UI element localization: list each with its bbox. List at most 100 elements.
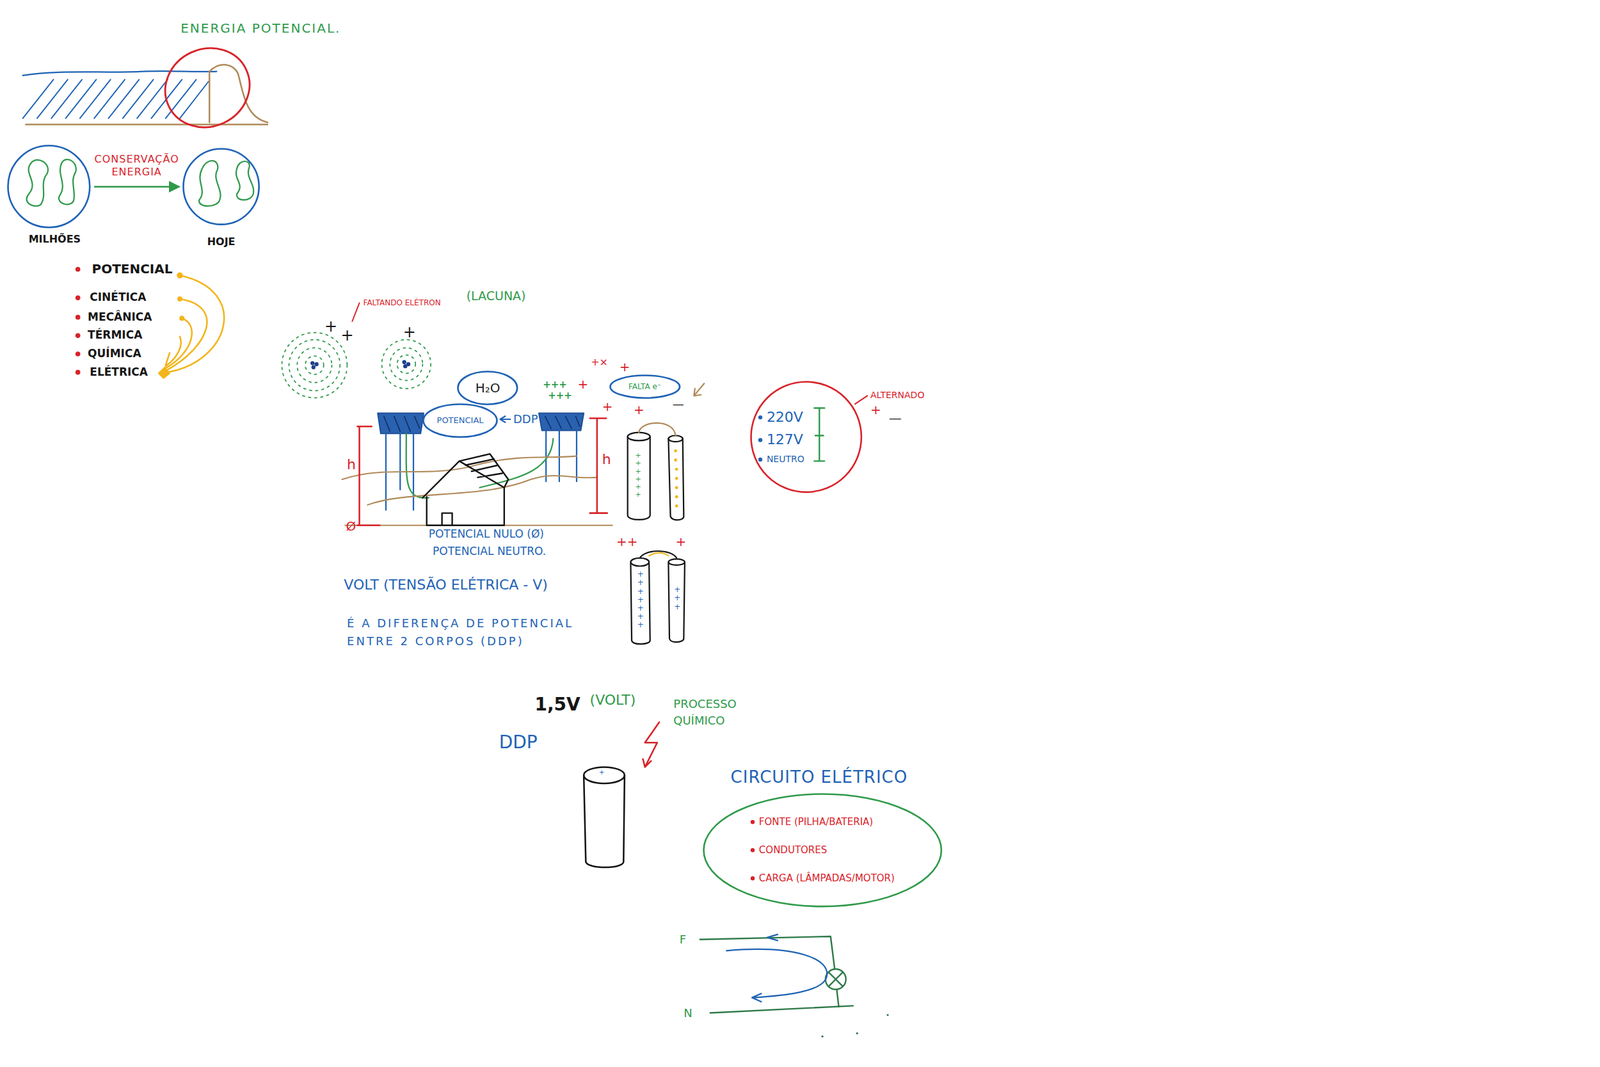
rod-top [627,432,651,441]
node-body: 220V127VNEUTRO [750,380,863,493]
node-text: H₂O [475,380,501,396]
node-body: POTENCIAL [422,403,498,438]
arrow-target [158,367,171,379]
particle [311,365,316,370]
bullet [758,437,763,442]
text-label: DDP [513,412,539,427]
text-label: TÉRMICA [87,328,143,342]
text-label: ELÉTRICA [89,365,148,379]
fuel-blob [199,160,221,207]
pointer-arrow [693,383,704,396]
particle [401,360,406,365]
bullet [758,415,763,420]
node-border [609,375,680,399]
rod-top [668,558,685,566]
node-body [7,144,91,229]
battery-top [583,766,625,783]
orbit [305,355,324,375]
house [422,453,509,526]
bullet [75,351,81,357]
text-label: QUÍMICA [87,346,141,360]
particle [314,362,319,367]
node-heading: CIRCUITO ELÉTRICO [730,767,909,788]
connecting-wire [640,551,677,559]
orbit [389,347,423,381]
dot [673,458,678,462]
node-body: FALTA e⁻ [609,374,681,399]
bullet [758,457,763,462]
node-body: H₂O [456,370,519,406]
highlight-ellipse [152,34,264,141]
particle [403,364,408,368]
orbit [396,355,416,374]
node-text: 127V [766,431,804,448]
conversion-arrows [165,275,224,372]
arrow-dot [176,272,184,280]
text-label: FALTANDO ELÉTRON [363,298,441,308]
bullet [75,266,81,272]
bullet [750,819,755,824]
circle-node: MILHÕES [7,144,91,229]
text-label: + [577,376,589,392]
text-label: F [679,932,687,947]
charged-rod [630,563,650,645]
edge-label: CONSERVAÇÃO ENERGIA [93,152,181,178]
node-text: NEUTRO [766,453,805,465]
text-label: + [870,401,882,418]
arrow-dot [177,296,183,302]
leader-line [855,395,868,404]
node-text: CARGA (LÂMPADAS/MOTOR) [759,872,895,884]
bullet [75,295,81,301]
water-surface [23,71,217,76]
text-label: — [672,396,685,411]
bullet [75,369,81,376]
text-label: ++++++ [634,451,642,499]
water-tank [377,412,424,434]
text-label: VOLT (TENSÃO ELÉTRICA - V) [343,576,548,594]
text-label: + [341,326,354,345]
node-text: POTENCIAL [437,415,484,426]
dot [675,485,679,489]
text-label: + [602,398,614,415]
node-border [8,145,91,228]
orbit [382,339,431,389]
bullet [750,848,755,852]
water-hatch [23,79,209,119]
circuit-wire [700,936,854,1014]
ground-line [341,455,612,525]
text-label: DDP [499,731,538,754]
text-label: Ø [345,518,356,534]
text-label: ENERGIA POTENCIAL. [180,20,341,36]
rod-top [668,435,683,443]
node-border [458,371,518,404]
lightning-bolt [643,721,660,767]
text-label: É A DIFERENÇA DE POTENCIAL ENTRE 2 CORPO… [346,614,623,651]
node-outline [182,147,260,226]
text-label: CINÉTICA [89,290,146,304]
fossil-blob [58,159,77,205]
water-tank [538,412,584,431]
text-label: POTENCIAL NEUTRO. [432,544,546,558]
ellipse-node: POTENCIAL [422,403,498,438]
arrow-connector [94,185,180,188]
node-heading: HOJE [207,235,236,248]
node-text: CONDUTORES [759,844,827,856]
fuel-blob [236,161,254,200]
bullet [75,332,81,338]
lamp-symbol [825,968,847,990]
bullet [75,314,81,320]
text-label: + [619,359,631,375]
dam-wall [25,64,268,125]
node-border [703,793,941,907]
current-arc [648,552,669,557]
node-body [182,147,260,226]
text-label: + [324,317,338,336]
current-flow [726,934,827,1002]
text-label: +++++++ [636,570,645,630]
nucleus [310,360,411,370]
circle-node: HOJE [182,147,260,226]
tank-hatch [545,416,580,429]
text-label: + [633,401,645,418]
